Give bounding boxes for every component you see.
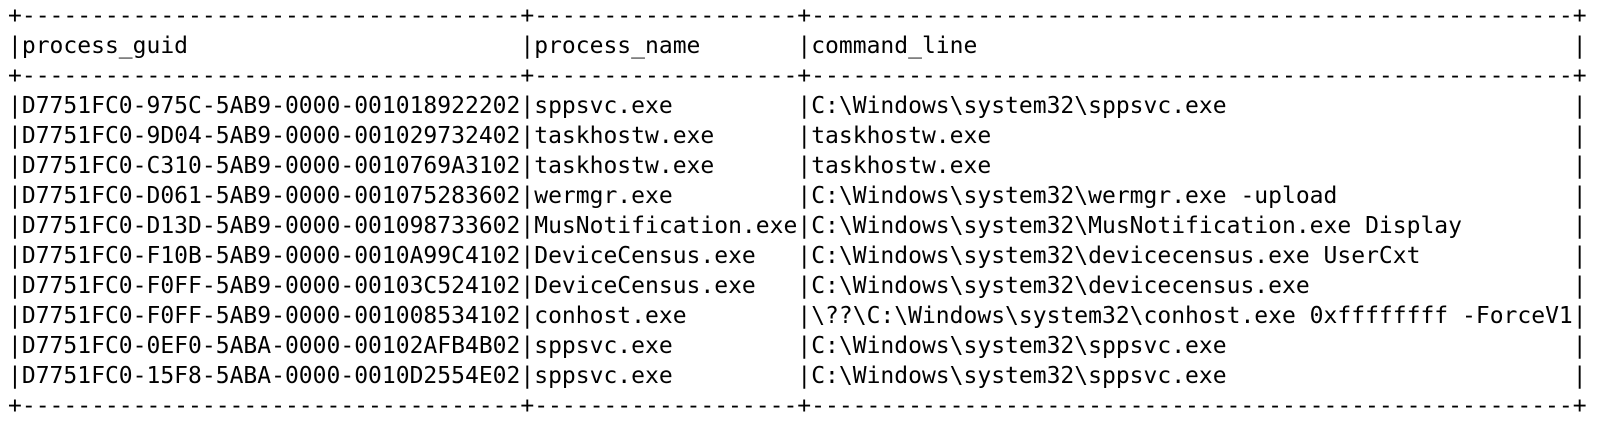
table-border-row: +------------------------------------+--… (8, 63, 1587, 89)
cell-process_name: sppsvc.exe (534, 333, 798, 359)
cell-process_name: DeviceCensus.exe (534, 243, 798, 269)
table-border-row: +------------------------------------+--… (8, 3, 1587, 29)
cell-process_guid: D7751FC0-C310-5AB9-0000-0010769A3102 (21, 153, 521, 179)
cell-process_name: DeviceCensus.exe (534, 273, 798, 299)
cell-command_line: C:\Windows\system32\devicecensus.exe Use… (811, 243, 1573, 269)
cell-process_guid: D7751FC0-F0FF-5AB9-0000-00103C524102 (21, 273, 521, 299)
cell-process_name: wermgr.exe (534, 183, 798, 209)
cell-process_name: sppsvc.exe (534, 93, 798, 119)
cell-process_guid: D7751FC0-F0FF-5AB9-0000-001008534102 (21, 303, 521, 329)
cell-process_name: taskhostw.exe (534, 123, 798, 149)
cell-process_guid: D7751FC0-D061-5AB9-0000-001075283602 (21, 183, 521, 209)
cell-command_line: C:\Windows\system32\sppsvc.exe (811, 333, 1573, 359)
cell-command_line: \??\C:\Windows\system32\conhost.exe 0xff… (811, 303, 1573, 329)
table-row: |D7751FC0-9D04-5AB9-0000-001029732402|ta… (8, 123, 1587, 149)
table-row: |D7751FC0-F0FF-5AB9-0000-00103C524102|De… (8, 273, 1587, 299)
cell-process_name: sppsvc.exe (534, 363, 798, 389)
cell-process_name: conhost.exe (534, 303, 798, 329)
table-row: |D7751FC0-0EF0-5ABA-0000-00102AFB4B02|sp… (8, 333, 1587, 359)
cell-command_line: C:\Windows\system32\MusNotification.exe … (811, 213, 1573, 239)
table-row: |D7751FC0-15F8-5ABA-0000-0010D2554E02|sp… (8, 363, 1587, 389)
column-header-process_guid: process_guid (21, 33, 521, 59)
cell-command_line: C:\Windows\system32\wermgr.exe -upload (811, 183, 1573, 209)
table-row: |D7751FC0-F0FF-5AB9-0000-001008534102|co… (8, 303, 1587, 329)
table-row: |D7751FC0-C310-5AB9-0000-0010769A3102|ta… (8, 153, 1587, 179)
cell-command_line: taskhostw.exe (811, 123, 1573, 149)
cell-process_guid: D7751FC0-15F8-5ABA-0000-0010D2554E02 (21, 363, 521, 389)
cell-process_name: taskhostw.exe (534, 153, 798, 179)
cell-command_line: taskhostw.exe (811, 153, 1573, 179)
cell-process_guid: D7751FC0-F10B-5AB9-0000-0010A99C4102 (21, 243, 521, 269)
cell-command_line: C:\Windows\system32\sppsvc.exe (811, 363, 1573, 389)
cell-process_name: MusNotification.exe (534, 213, 798, 239)
cell-command_line: C:\Windows\system32\devicecensus.exe (811, 273, 1573, 299)
cell-process_guid: D7751FC0-0EF0-5ABA-0000-00102AFB4B02 (21, 333, 521, 359)
table-row: |D7751FC0-D061-5AB9-0000-001075283602|we… (8, 183, 1587, 209)
cell-command_line: C:\Windows\system32\sppsvc.exe (811, 93, 1573, 119)
table-row: |D7751FC0-975C-5AB9-0000-001018922202|sp… (8, 93, 1587, 119)
table-header-row: |process_guid |process_name |command_lin… (8, 33, 1587, 59)
cell-process_guid: D7751FC0-D13D-5AB9-0000-001098733602 (21, 213, 521, 239)
column-header-command_line: command_line (811, 33, 1573, 59)
table-row: |D7751FC0-F10B-5AB9-0000-0010A99C4102|De… (8, 243, 1587, 269)
cell-process_guid: D7751FC0-975C-5AB9-0000-001018922202 (21, 93, 521, 119)
column-header-process_name: process_name (534, 33, 798, 59)
table-row: |D7751FC0-D13D-5AB9-0000-001098733602|Mu… (8, 213, 1587, 239)
cell-process_guid: D7751FC0-9D04-5AB9-0000-001029732402 (21, 123, 521, 149)
table-border-row: +------------------------------------+--… (8, 393, 1587, 419)
